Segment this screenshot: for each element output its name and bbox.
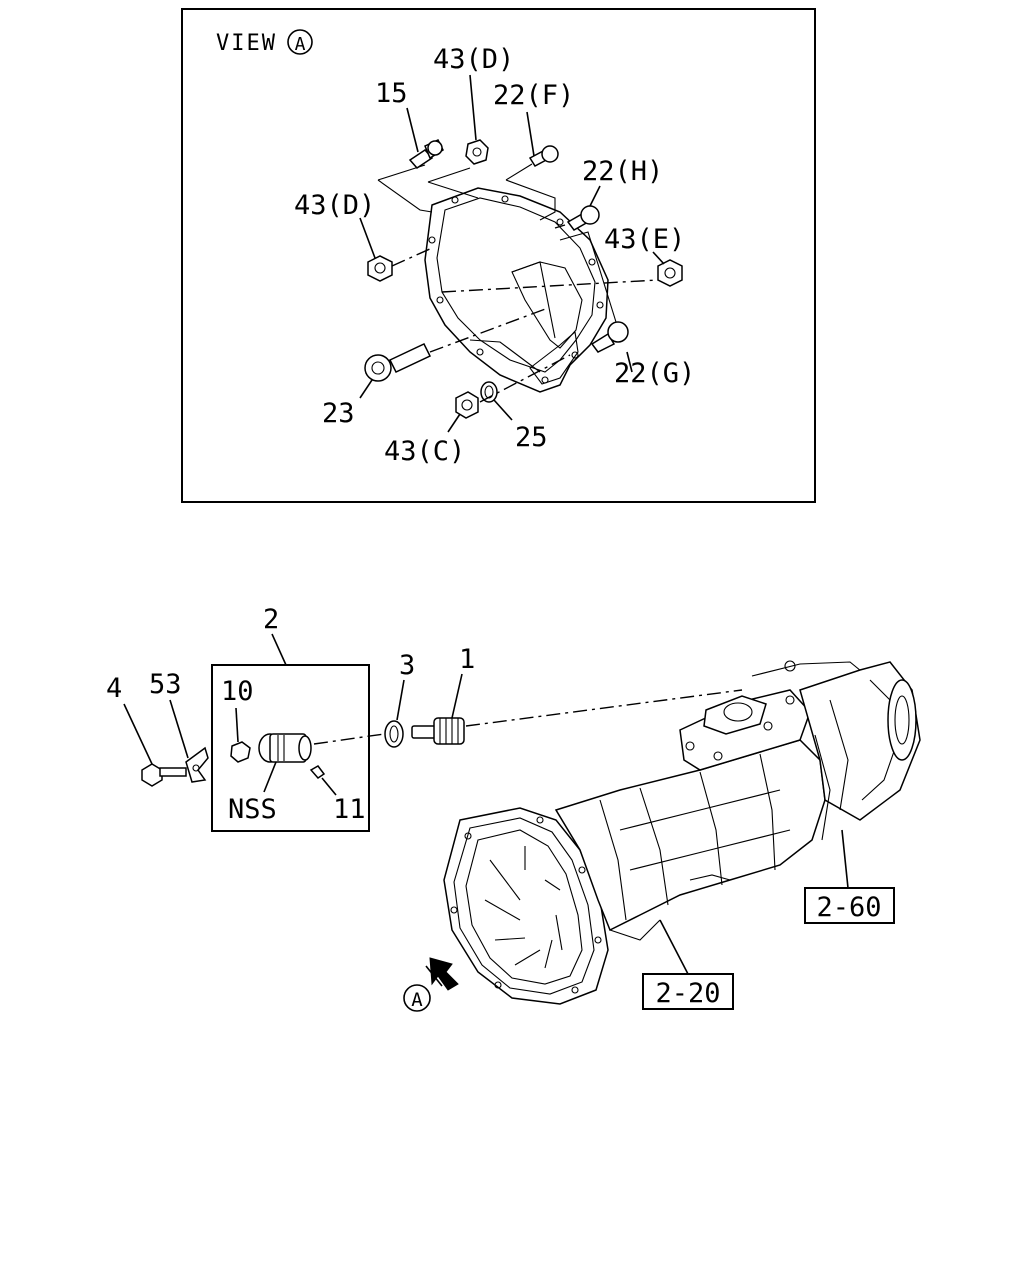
callout-43-c: 43(C)	[384, 436, 465, 467]
view-a-marker-letter: A	[295, 34, 306, 55]
view-a-circle-marker	[287, 29, 313, 55]
callout-4: 4	[106, 673, 122, 704]
bolt-4	[141, 763, 187, 787]
callout-2: 2	[263, 604, 279, 635]
subassembly-2-frame	[211, 664, 370, 832]
nut-43-c	[455, 391, 479, 419]
callout-nss: NSS	[228, 794, 277, 825]
nut-43-e	[657, 259, 683, 287]
callout-22-f: 22(F)	[493, 80, 574, 111]
callout-1: 1	[459, 644, 475, 675]
view-a-marker-main: A	[411, 989, 423, 1011]
callout-25: 25	[515, 422, 548, 453]
ref-label-2-60: 2-60	[816, 892, 881, 923]
o-ring-3	[384, 720, 404, 748]
callout-43-d-left: 43(D)	[294, 190, 375, 221]
view-a-frame	[181, 8, 816, 503]
washer-25	[480, 381, 498, 403]
callout-22-h: 22(H)	[582, 156, 663, 187]
nut-43-d-top	[465, 139, 489, 165]
callout-3: 3	[399, 650, 415, 681]
clamp-53	[185, 746, 209, 783]
callout-10: 10	[221, 676, 254, 707]
callout-23: 23	[322, 398, 355, 429]
bolt-23	[364, 343, 432, 382]
transmission-assembly	[443, 660, 921, 1005]
plug-10	[230, 741, 251, 763]
callout-43-e: 43(E)	[604, 224, 685, 255]
nss-sensor	[258, 733, 312, 763]
callout-43-d-top: 43(D)	[433, 44, 514, 75]
callout-53: 53	[149, 669, 182, 700]
bolt-22-f	[528, 145, 559, 167]
nut-43-d-left	[367, 255, 393, 282]
pin-11	[309, 765, 326, 779]
bolt-15	[408, 139, 444, 169]
ref-label-2-20: 2-20	[655, 978, 720, 1009]
bolt-22-h	[566, 205, 600, 231]
speedometer-gear-1	[411, 717, 465, 745]
callout-22-g: 22(G)	[614, 358, 695, 389]
callout-15: 15	[375, 78, 408, 109]
view-a-direction-arrow	[425, 957, 459, 991]
view-a-marker-circle	[403, 984, 431, 1012]
view-a-title: VIEW	[216, 31, 277, 56]
callout-11: 11	[333, 794, 366, 825]
ref-box-2-60	[804, 887, 895, 924]
bolt-22-g	[590, 321, 629, 353]
